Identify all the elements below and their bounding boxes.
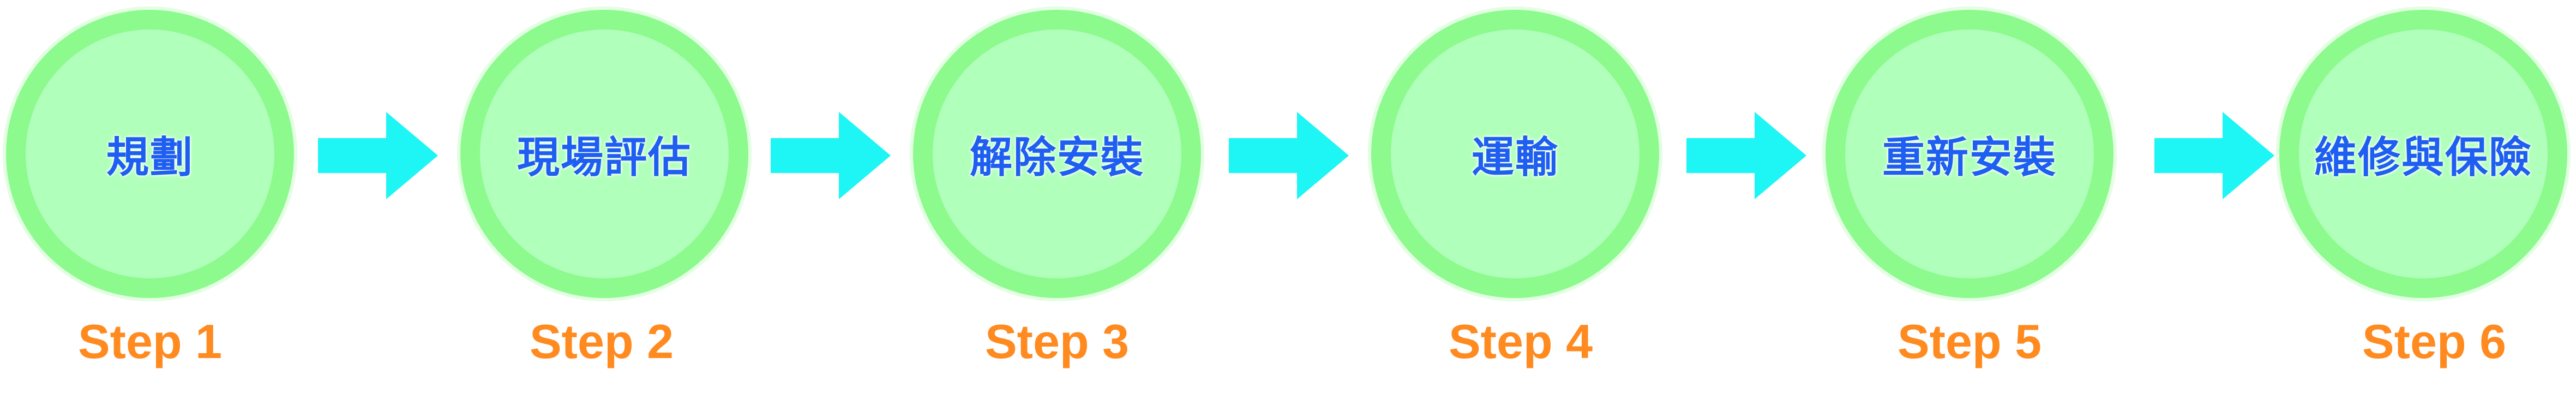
step-caption-2: Step 2 [529,314,674,368]
arrow-right-icon [2154,112,2274,199]
step-caption-6: Step 6 [2362,314,2507,368]
step-label-3: 解除安裝 [969,133,1144,182]
step-core [1845,29,2094,278]
step-label-1: 規劃 [106,133,194,182]
arrow-right-icon [771,112,891,199]
step-caption-4: Step 4 [1448,314,1593,368]
step-label-4: 運輸 [1471,133,1559,182]
step-circle-5: 重新安裝 [1822,7,2117,301]
step-caption-1: Step 1 [77,314,223,368]
step-label-5: 重新安裝 [1882,133,2057,182]
arrow-right-icon [1686,112,1806,199]
step-core [2299,29,2548,278]
step-core [1391,29,1640,278]
step-label-2: 現場評估 [517,133,692,182]
step-circle-1: 規劃 [3,7,297,301]
step-circle-3: 解除安裝 [910,7,1204,301]
step-circle-6: 維修與保險 [2276,7,2571,301]
step-core [480,29,729,278]
step-label-6: 維修與保險 [2314,133,2532,182]
step-circle-4: 運輸 [1368,7,1662,301]
step-caption-3: Step 3 [984,314,1130,368]
arrow-right-icon [1229,112,1349,199]
arrow-right-icon [318,112,438,199]
step-core [26,29,274,278]
step-circle-2: 現場評估 [457,7,752,301]
step-caption-5: Step 5 [1897,314,2042,368]
step-core [933,29,1181,278]
